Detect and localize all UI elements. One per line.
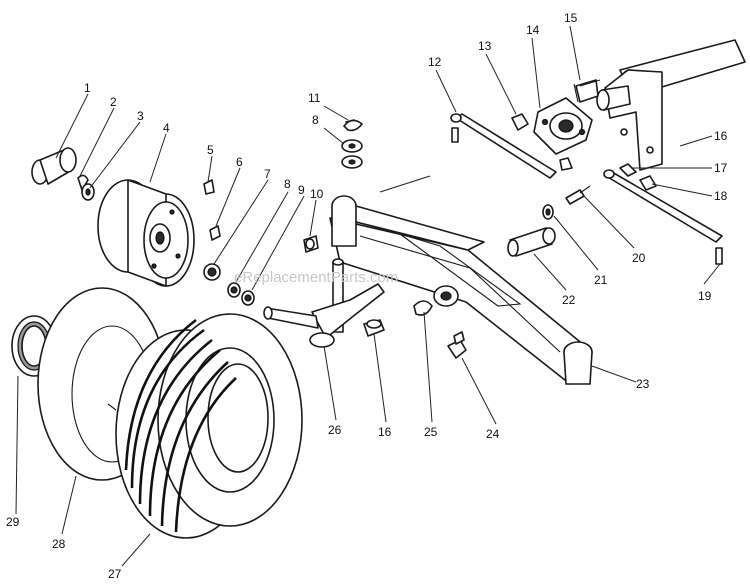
callout-4: 4 xyxy=(163,121,170,135)
callout-20: 20 xyxy=(632,251,646,265)
pivot-pin-22 xyxy=(507,227,556,257)
callout-28: 28 xyxy=(52,537,66,551)
callout-23: 23 xyxy=(636,377,650,391)
small-fittings xyxy=(303,119,467,359)
callout-14: 14 xyxy=(526,23,540,37)
callout-29: 29 xyxy=(6,515,20,529)
callout-8b: 8 xyxy=(312,113,319,127)
axle-tube-assembly xyxy=(596,39,746,171)
callout-27: 27 xyxy=(108,567,122,581)
callout-2: 2 xyxy=(110,95,117,109)
callout-26: 26 xyxy=(328,423,342,437)
callout-7: 7 xyxy=(264,167,271,181)
callout-15: 15 xyxy=(564,11,578,25)
callout-10: 10 xyxy=(310,187,324,201)
leader-lines xyxy=(15,25,721,567)
callout-labels: 1 2 3 4 5 6 7 8 9 10 11 8 12 13 14 15 16… xyxy=(6,11,728,581)
wheel-hub xyxy=(31,147,255,306)
callout-12: 12 xyxy=(428,55,442,69)
bolt-and-washer xyxy=(542,185,591,220)
callout-1: 1 xyxy=(84,81,91,95)
callout-16b: 16 xyxy=(378,425,392,439)
callout-25: 25 xyxy=(424,425,438,439)
callout-8: 8 xyxy=(284,177,291,191)
callout-17: 17 xyxy=(714,161,728,175)
tie-rod-12 xyxy=(450,113,557,179)
callout-21: 21 xyxy=(594,273,608,287)
callout-3: 3 xyxy=(137,109,144,123)
watermark: eReplacementParts.com xyxy=(234,269,398,286)
bearing-flange xyxy=(511,79,601,171)
callout-11: 11 xyxy=(308,91,321,105)
callout-22: 22 xyxy=(562,293,576,307)
callout-18: 18 xyxy=(714,189,728,203)
tie-rod-19 xyxy=(603,163,723,265)
callout-6: 6 xyxy=(236,155,243,169)
tire xyxy=(115,313,303,539)
callout-5: 5 xyxy=(207,143,214,157)
callout-24: 24 xyxy=(486,427,500,441)
spindle-26 xyxy=(263,258,385,348)
callout-19: 19 xyxy=(698,289,712,303)
callout-13: 13 xyxy=(478,39,492,53)
front-axle-beam xyxy=(329,195,593,385)
callout-9: 9 xyxy=(298,183,305,197)
callout-16: 16 xyxy=(714,129,728,143)
